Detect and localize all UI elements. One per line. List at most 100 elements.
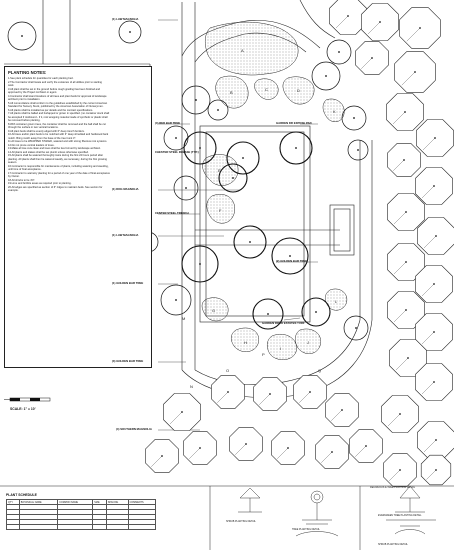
label-chester-steel: CHESTER STEEL IN BASE (TYP.) [155,150,199,154]
tree-branch-line [169,411,183,425]
deciduous-tree-symbol [7,21,37,51]
deciduous-tree-symbol [311,61,341,91]
deciduous-tree-symbol [181,85,211,115]
bed-label: H [244,340,247,345]
bed-label: O [226,368,229,373]
detail-label-shrub: SHRUB PLANTING DETAIL [378,543,408,546]
table-cell [92,524,107,530]
tree-branch-line [421,381,435,395]
bed-label: J [307,340,309,345]
tree-branch-line [217,391,229,403]
note-line: until time of final acceptance. [8,168,42,171]
house-footprint [199,125,355,323]
note-line: example. [8,189,19,192]
tree-center-mark [249,241,251,243]
tree-center-mark [355,327,357,329]
tree-branch-line [393,211,407,225]
planting-beds [201,21,348,360]
bed-label: P [262,352,265,357]
detail-frame [0,485,454,550]
tree-branch-line [189,447,201,459]
plant-schedule: PLANT SCHEDULE QTY BOTANICAL NAME COMMON… [6,493,196,547]
tree-center-mark [195,99,197,101]
note-line: 16.Contractor is responsible for mainten… [8,164,109,168]
evergreen-tree-symbol [329,0,367,35]
note-line: work. [8,84,15,87]
tree-center-mark [175,299,177,301]
bed-label: G [212,308,215,313]
bed-label: E [218,168,221,173]
note-line: planting. All plants shall then be water… [8,157,107,161]
label-garden-pad: GARDEN DR EXPOSE PAD [276,121,312,125]
note-line: approved by the Project Architect or age… [8,91,58,94]
tree-center-mark [242,157,244,159]
tree-branch-line [401,71,416,86]
note-line: 19.Lime and fertilize areas as required … [8,182,72,185]
detail-label-deciduous: DECIDUOUS & TREE PLANTING DETAIL [370,486,416,489]
bed-label: D [297,88,300,93]
note-line: 1.See plant schedule for quantities for … [8,77,74,80]
note-line: 12.Do not prune central leaders of trees… [8,143,55,147]
note-line: 9.All plant beds shall be evenly edged w… [8,129,85,133]
tree-center-mark [129,31,131,33]
label-golden-bar-tree-2: (2) GOLDEN BAR TREE [276,259,308,263]
tree-center-mark [353,117,355,119]
tree-center-mark [232,177,234,179]
deciduous-tree-symbol [163,125,189,151]
tree-center-mark [338,51,340,53]
tree-center-mark [185,187,187,189]
tree-branch-line [393,159,405,171]
note-line: 17.Contractor to warranty planting for a… [8,171,110,175]
deciduous-tree-symbol [301,297,331,327]
deciduous-tree-symbol [343,315,369,341]
detail-label-shrub-2: SHRUB PLANTING DETAIL [226,520,256,523]
tree-center-mark [325,75,327,77]
tree-branch-line [331,409,343,421]
label-golden-bar-tree: (1) GOLDEN BAR TREE [112,281,144,285]
note-line: season. [8,161,18,164]
bed-label: Q [318,368,321,373]
deciduous-tree-symbol [181,245,219,283]
bed-labels: A B C D E F G H I J K L M N O P Q [182,48,338,389]
tree-center-mark [357,149,359,151]
label-law-magnolia: (1) LAW MAGNOLIA [112,233,139,237]
note-line: 8.With container grown trees, the contai… [8,122,106,126]
note-line: Standard for Nursery Stock, published by… [8,105,104,108]
label-garden-turf: GARDEN ROCK ESTATES TURF [262,321,305,325]
tree-center-mark [175,137,177,139]
note-line: 18.All shrubs to be 4'0". [8,178,36,182]
tree-branch-line [422,137,436,151]
table-row [6,509,157,515]
detail-label-tree: TREE PLANTING DETAIL [292,528,320,531]
tree-branch-line [321,451,333,463]
tree-center-mark [295,147,297,149]
note-line: 7.All plants shall be balled and burlapp… [8,112,110,115]
deciduous-tree-symbol [233,225,267,259]
tree-symbols [7,0,454,487]
tree-center-mark [267,313,269,315]
label-dog-magnolia: (1) DOG MAGNOLIA [112,187,139,191]
bed-label: C [265,87,268,92]
tree-center-mark [217,109,219,111]
bed-label: K [333,109,336,114]
note-line: 6.All plants shall be installed as per d… [8,108,94,112]
table-row [6,524,157,530]
deciduous-tree-symbol [347,139,369,161]
tree-branch-line [426,469,437,480]
tree-branch-line [299,391,311,403]
note-line: through the surface in two vertical loca… [8,126,59,129]
note-line: 14.All plants and stakes shall be set pl… [8,150,89,154]
tree-branch-line [389,469,401,481]
tree-branch-line [421,331,435,345]
deciduous-tree-symbol [173,175,199,201]
bed-label: A [241,48,244,53]
note-line: 5.All nomenclature shall conform to the … [8,101,108,105]
note-line: 15.All plants shall be watered thoroughl… [8,154,104,157]
note-line: 11.All trees to be WRAPPED STAKED, water… [8,140,108,143]
deciduous-tree-symbol [326,39,352,65]
tree-branch-line [423,235,437,249]
deciduous-tree-symbol [207,99,229,121]
deciduous-tree-symbol [226,141,260,175]
label-golden-bar-tree-3: (3) GOLDEN BAR TREE [112,359,144,363]
